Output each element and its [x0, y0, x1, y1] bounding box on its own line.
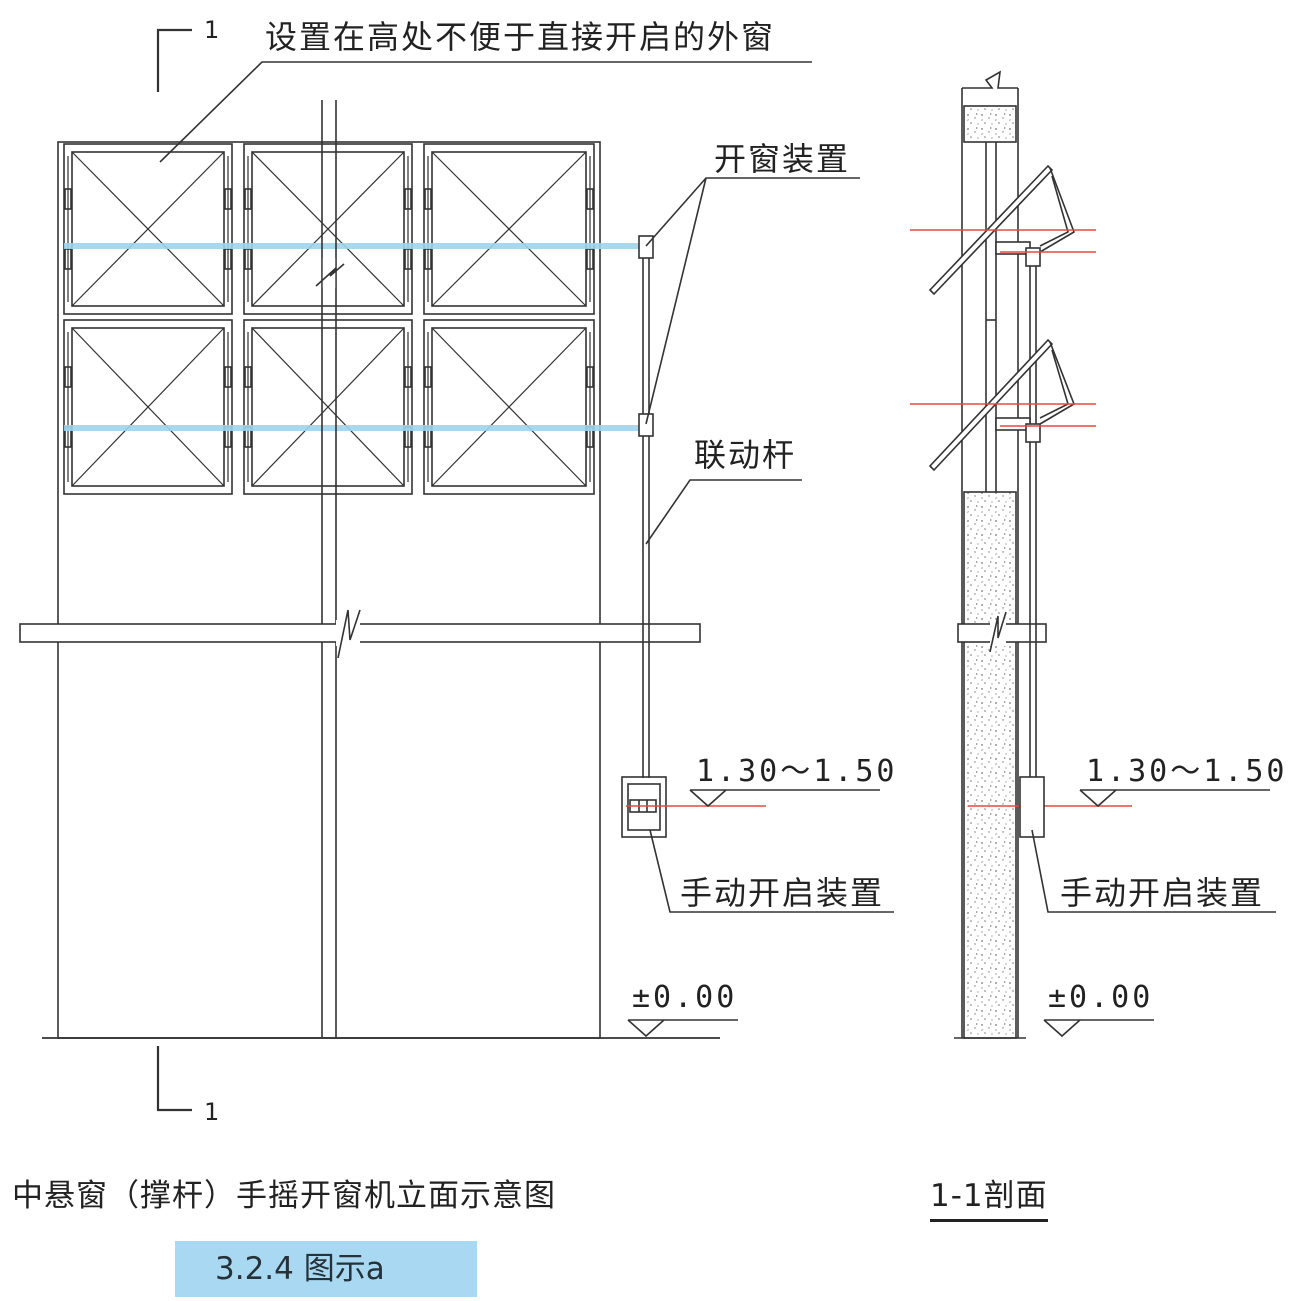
- section-mark-bottom: 1: [204, 1098, 219, 1126]
- linkage-rod-label: 联动杆: [694, 436, 796, 474]
- window-pane-4: [63, 319, 233, 495]
- window-opener-diagram: 1 设置在高处不便于直接开启的外窗 开窗装置 联动杆: [19, 16, 1288, 1126]
- window-pane-5: [243, 319, 413, 495]
- open-sash-lower: [928, 338, 1075, 472]
- linkage-rod-leader: [645, 479, 802, 545]
- central-column: [321, 100, 337, 1038]
- window-pane-1: [63, 143, 233, 315]
- section-level-lines: [910, 229, 1132, 807]
- window-pane-6: [423, 319, 595, 495]
- window-pane-3: [423, 143, 595, 315]
- elevation-caption: 中悬窗（撑杆）手摇开窗机立面示意图: [12, 1178, 556, 1214]
- section-caption: 1-1剖面: [930, 1170, 1048, 1222]
- window-device-label: 开窗装置: [714, 140, 850, 178]
- figure-id-badge: 3.2.4 图示a: [175, 1241, 477, 1297]
- section-ground-level-label: ±0.00: [1048, 980, 1153, 1015]
- section-marker-bottom: [156, 1046, 192, 1112]
- section-concrete-wall: [963, 491, 1017, 1039]
- section-manual-device-label: 手动开启装置: [1060, 874, 1264, 912]
- section-top-beam: [963, 105, 1017, 143]
- height-range-label: 1.30～1.50: [696, 754, 898, 789]
- window-device-leader: [645, 177, 860, 425]
- high-window-label: 设置在高处不便于直接开启的外窗: [265, 18, 775, 56]
- window-grid: [63, 143, 595, 495]
- section-mark-top: 1: [204, 16, 219, 44]
- high-window-leader: [159, 61, 812, 163]
- section-marker-top: [156, 28, 192, 92]
- manual-device-label: 手动开启装置: [680, 874, 884, 912]
- section-height-range-label: 1.30～1.50: [1086, 754, 1288, 789]
- ground-level-label: ±0.00: [632, 980, 737, 1015]
- manual-device-leader: [649, 829, 894, 913]
- elevation-view: 1 设置在高处不便于直接开启的外窗 开窗装置 联动杆: [19, 16, 898, 1126]
- section-manual-device: [1019, 776, 1045, 838]
- manual-device-box: [621, 776, 667, 838]
- section-view: 手动开启装置 1.30～1.50 ±0.00: [910, 70, 1288, 1039]
- window-pane-2: [243, 143, 413, 315]
